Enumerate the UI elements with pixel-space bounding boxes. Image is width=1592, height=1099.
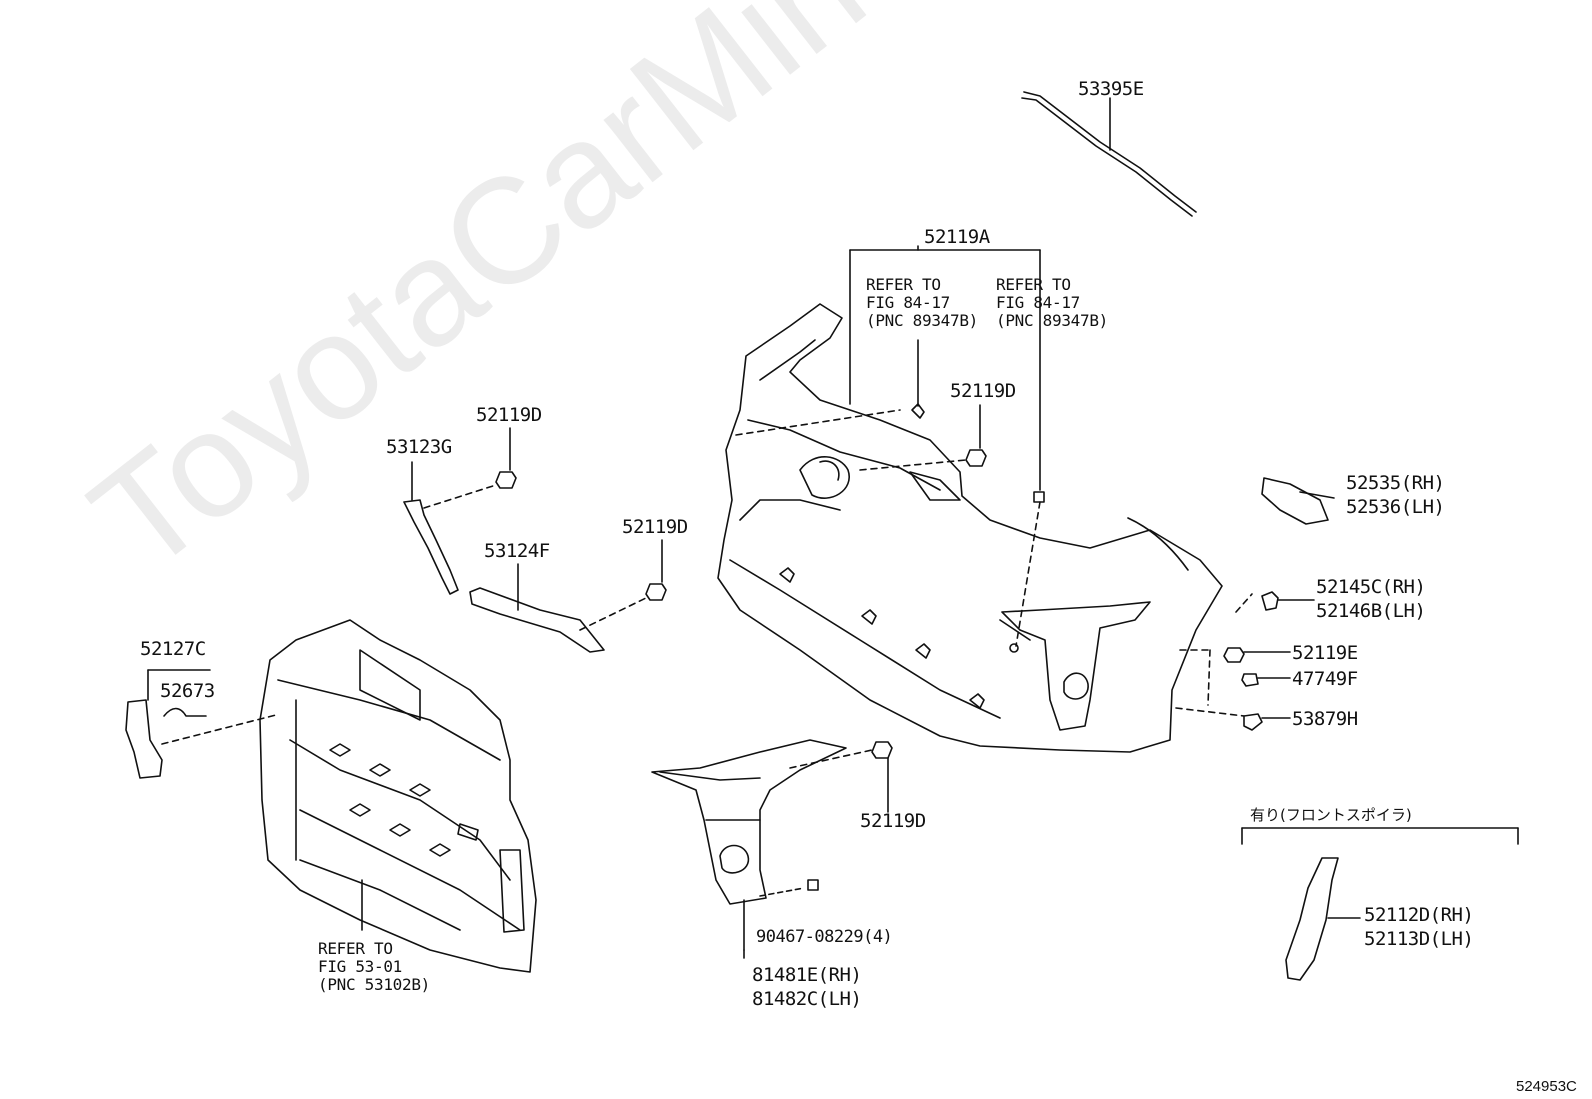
garnish-53124F xyxy=(469,563,605,653)
label-52536-lh: 52536(LH) xyxy=(1346,496,1445,518)
label-52119E: 52119E xyxy=(1292,642,1358,664)
clips-52119D xyxy=(423,404,987,813)
label-52119D-low: 52119D xyxy=(860,810,926,832)
label-90467-08229: 90467-08229(4) xyxy=(756,927,893,947)
label-53879H: 53879H xyxy=(1292,708,1358,730)
label-52112D-rh: 52112D(RH) xyxy=(1364,904,1474,926)
label-52673: 52673 xyxy=(160,680,215,702)
bracket-52127C xyxy=(125,669,277,779)
bumper-cover-52119A xyxy=(717,303,1223,753)
label-52113D-lh: 52113D(LH) xyxy=(1364,928,1474,950)
label-52146B-lh: 52146B(LH) xyxy=(1316,600,1426,622)
note-refer-89347B-right: REFER TO FIG 84-17 (PNC 89347B) xyxy=(996,275,1108,330)
label-52119D-top: 52119D xyxy=(950,380,1016,402)
fog-cover-81481E xyxy=(651,739,847,959)
molding-strip-53395E xyxy=(1021,91,1197,217)
label-81481E-rh: 81481E(RH) xyxy=(752,964,862,986)
label-81482C-lh: 81482C(LH) xyxy=(752,988,862,1010)
label-53395E: 53395E xyxy=(1078,78,1144,100)
note-refer-89347B-left: REFER TO FIG 84-17 (PNC 89347B) xyxy=(866,275,978,330)
label-52145C-rh: 52145C(RH) xyxy=(1316,576,1426,598)
label-52535-rh: 52535(RH) xyxy=(1346,472,1445,494)
garnish-53123G xyxy=(403,461,459,595)
label-52127C: 52127C xyxy=(140,638,206,660)
label-53123G: 53123G xyxy=(386,436,452,458)
label-52119D-mid: 52119D xyxy=(622,516,688,538)
label-47749F: 47749F xyxy=(1292,668,1358,690)
right-clips xyxy=(1175,477,1335,731)
spoiler-52112D xyxy=(1241,827,1519,981)
note-refer-53102B: REFER TO FIG 53-01 (PNC 53102B) xyxy=(318,939,430,994)
label-52119A: 52119A xyxy=(924,226,990,248)
grille-assembly xyxy=(259,619,537,973)
option-note: 有り(フロントスポイラ) xyxy=(1250,806,1412,824)
label-53124F: 53124F xyxy=(484,540,550,562)
label-52119D-left: 52119D xyxy=(476,404,542,426)
figure-code: 524953C xyxy=(1516,1078,1577,1095)
callout-52119A xyxy=(735,245,1041,647)
